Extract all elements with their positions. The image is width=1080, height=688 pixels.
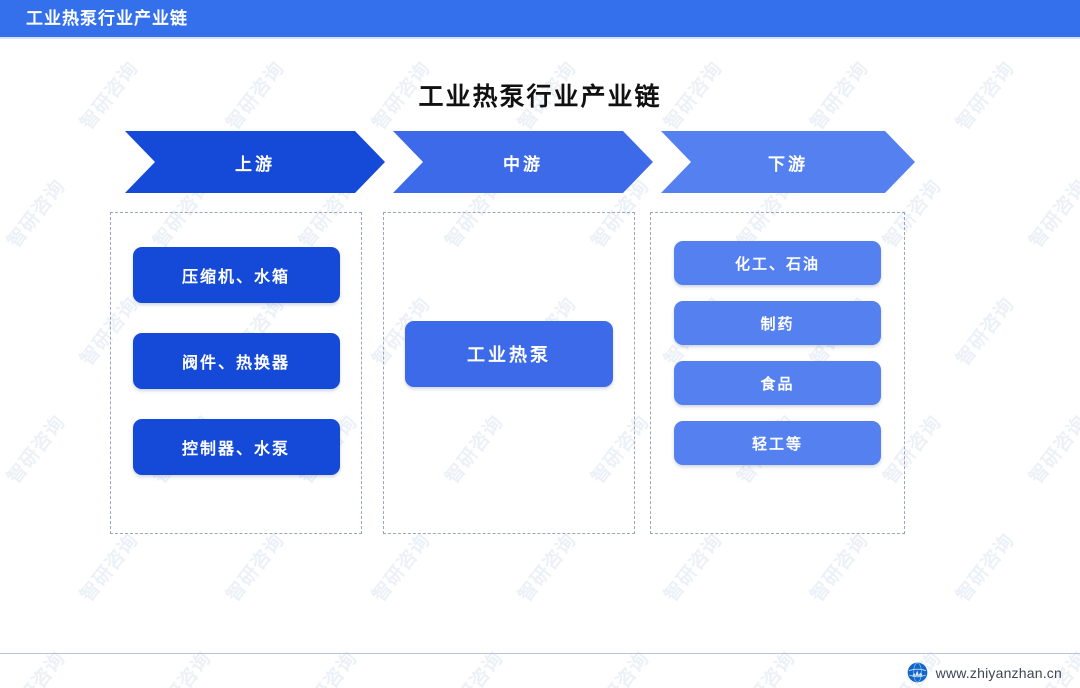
chevron-downstream: 下游 — [661, 131, 915, 193]
watermark-text: 智研咨询 — [222, 530, 289, 607]
footer-divider — [0, 653, 1080, 654]
watermark-text: 智研咨询 — [368, 530, 435, 607]
watermark-text: 智研咨询 — [952, 530, 1019, 607]
watermark-text: 智研咨询 — [952, 294, 1019, 371]
column-downstream-stack: 化工、石油 制药 食品 轻工等 — [651, 241, 904, 465]
chevron-downstream-label: 下游 — [768, 154, 808, 174]
watermark-text: 智研咨询 — [806, 530, 873, 607]
column-midstream-stack: 工业热泵 — [384, 321, 634, 387]
column-downstream: 化工、石油 制药 食品 轻工等 — [650, 212, 905, 534]
page-title: 工业热泵行业产业链 — [418, 83, 662, 111]
header-underline — [0, 37, 1080, 39]
watermark-text: 智研咨询 — [149, 648, 216, 688]
node-upstream-2: 阀件、热换器 — [132, 333, 340, 389]
watermark-text: 智研咨询 — [3, 176, 70, 253]
node-midstream-1: 工业热泵 — [405, 321, 613, 387]
watermark-text: 智研咨询 — [3, 412, 70, 489]
column-midstream: 工业热泵 — [383, 212, 635, 534]
watermark-text: 智研咨询 — [3, 648, 70, 688]
footer: www.zhiyanzhan.cn — [907, 662, 1062, 683]
watermark-text: 智研咨询 — [1025, 412, 1080, 489]
header-bar: 工业热泵行业产业链 — [0, 0, 1080, 37]
chevron-row: 上游 中游 下游 — [125, 131, 915, 193]
node-upstream-3: 控制器、水泵 — [132, 419, 340, 475]
chevron-upstream-label: 上游 — [235, 154, 275, 174]
watermark-text: 智研咨询 — [514, 530, 581, 607]
node-downstream-1: 化工、石油 — [674, 241, 881, 285]
node-downstream-4-label: 轻工等 — [751, 435, 803, 453]
node-downstream-4: 轻工等 — [674, 421, 881, 465]
chevron-midstream: 中游 — [393, 131, 653, 193]
watermark-text: 智研咨询 — [660, 530, 727, 607]
node-upstream-2-label: 阀件、热换器 — [181, 355, 290, 372]
node-midstream-1-label: 工业热泵 — [467, 345, 551, 365]
footer-url: www.zhiyanzhan.cn — [935, 664, 1062, 681]
header-bar-title: 工业热泵行业产业链 — [26, 9, 188, 28]
chevron-upstream: 上游 — [125, 131, 385, 193]
chevron-midstream-label: 中游 — [503, 154, 543, 174]
node-downstream-1-label: 化工、石油 — [734, 255, 820, 273]
node-downstream-2-label: 制药 — [760, 315, 795, 333]
node-downstream-2: 制药 — [674, 301, 881, 345]
watermark-text: 智研咨询 — [587, 648, 654, 688]
column-upstream-stack: 压缩机、水箱 阀件、热换器 控制器、水泵 — [111, 247, 361, 475]
node-downstream-3-label: 食品 — [760, 375, 795, 393]
watermark-text: 智研咨询 — [441, 648, 508, 688]
node-downstream-3: 食品 — [674, 361, 881, 405]
column-upstream: 压缩机、水箱 阀件、热换器 控制器、水泵 — [110, 212, 362, 534]
node-upstream-1-label: 压缩机、水箱 — [181, 269, 290, 286]
watermark-text: 智研咨询 — [1025, 176, 1080, 253]
watermark-text: 智研咨询 — [295, 648, 362, 688]
node-upstream-1: 压缩机、水箱 — [132, 247, 340, 303]
watermark-text: 智研咨询 — [733, 648, 800, 688]
node-upstream-3-label: 控制器、水泵 — [181, 441, 290, 458]
watermark-text: 智研咨询 — [76, 530, 143, 607]
globe-logo-icon — [907, 662, 927, 683]
